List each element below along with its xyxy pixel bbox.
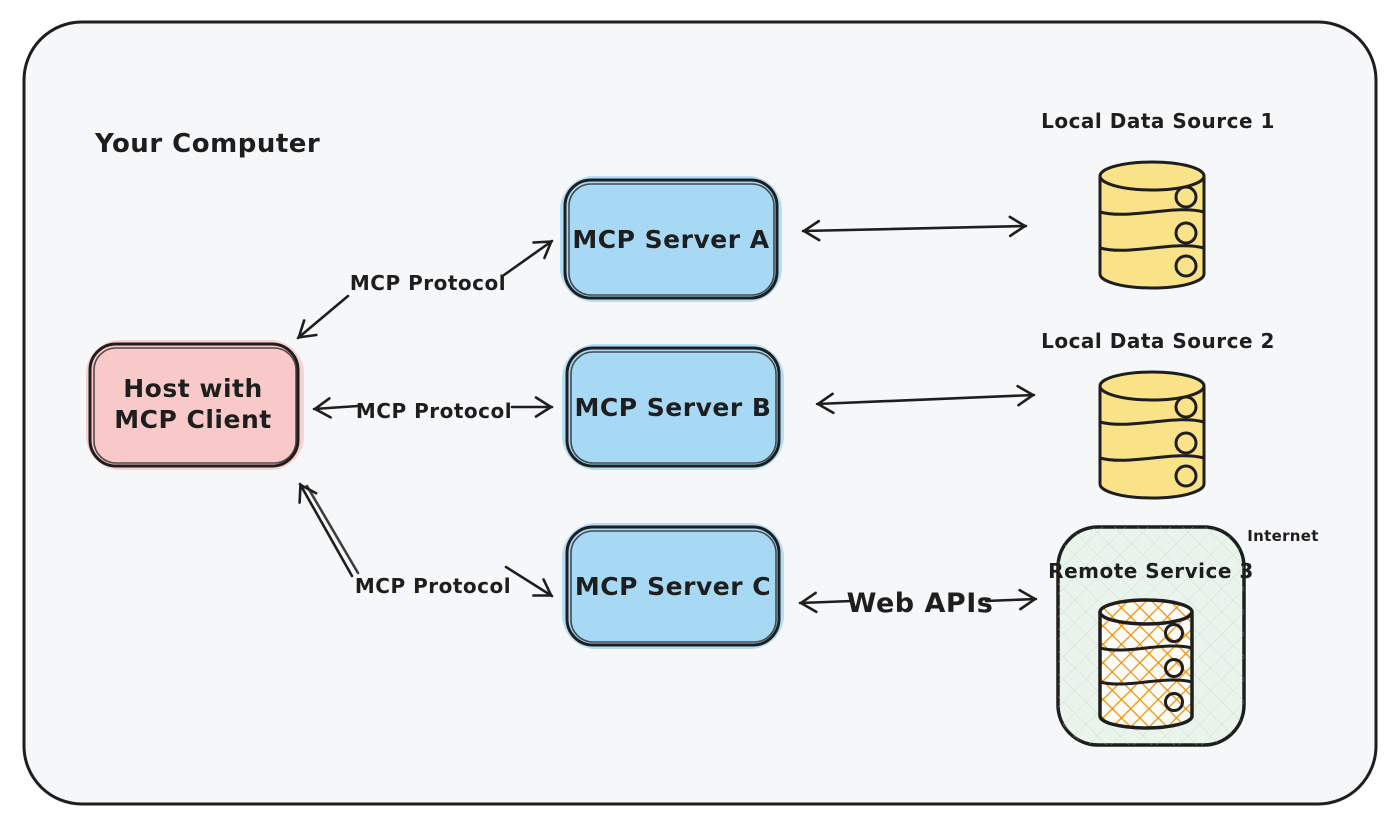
database-icon-1 bbox=[1098, 160, 1206, 290]
mcp-server-b-box: MCP Server B bbox=[562, 344, 784, 470]
remote-service-box: Remote Service 3 bbox=[1048, 525, 1254, 747]
arrow-webapis-to-remote-service bbox=[984, 588, 1038, 611]
arrow-server-b-to-host bbox=[312, 397, 360, 419]
double-arrow-server-b-datasource-2 bbox=[815, 384, 1036, 415]
mcp-server-a-label: MCP Server A bbox=[572, 225, 769, 254]
double-arrow-server-a-datasource-1 bbox=[801, 215, 1028, 242]
mcp-server-a-box: MCP Server A bbox=[560, 176, 782, 302]
host-label-line2: MCP Client bbox=[114, 405, 271, 434]
arrow-host-to-server-a bbox=[502, 239, 554, 277]
arrow-server-c-to-host-sketch bbox=[305, 484, 360, 575]
host-box: Host with MCP Client bbox=[86, 340, 304, 470]
host-label-line1: Host with bbox=[123, 374, 263, 403]
web-apis-label: Web APIs bbox=[847, 588, 994, 619]
mcp-protocol-label-middle: MCP Protocol bbox=[356, 399, 512, 423]
mcp-protocol-label-bottom: MCP Protocol bbox=[355, 574, 511, 598]
mcp-protocol-label-top: MCP Protocol bbox=[350, 271, 506, 295]
mcp-server-b-label: MCP Server B bbox=[575, 393, 772, 422]
mcp-server-c-box: MCP Server C bbox=[562, 523, 784, 649]
internet-label: Internet bbox=[1247, 527, 1318, 545]
arrow-webapis-to-server-c bbox=[798, 591, 854, 614]
arrow-host-to-server-c bbox=[504, 565, 554, 598]
arrow-server-a-to-host bbox=[296, 294, 350, 340]
arrow-server-c-to-host bbox=[298, 482, 354, 578]
database-icon-3 bbox=[1098, 598, 1194, 730]
remote-service-label: Remote Service 3 bbox=[1048, 559, 1254, 583]
local-data-source-1-label: Local Data Source 1 bbox=[1041, 109, 1275, 133]
mcp-server-c-label: MCP Server C bbox=[575, 572, 771, 601]
local-data-source-2-label: Local Data Source 2 bbox=[1041, 329, 1275, 353]
your-computer-label: Your Computer bbox=[94, 129, 320, 159]
database-icon-2 bbox=[1098, 370, 1206, 500]
